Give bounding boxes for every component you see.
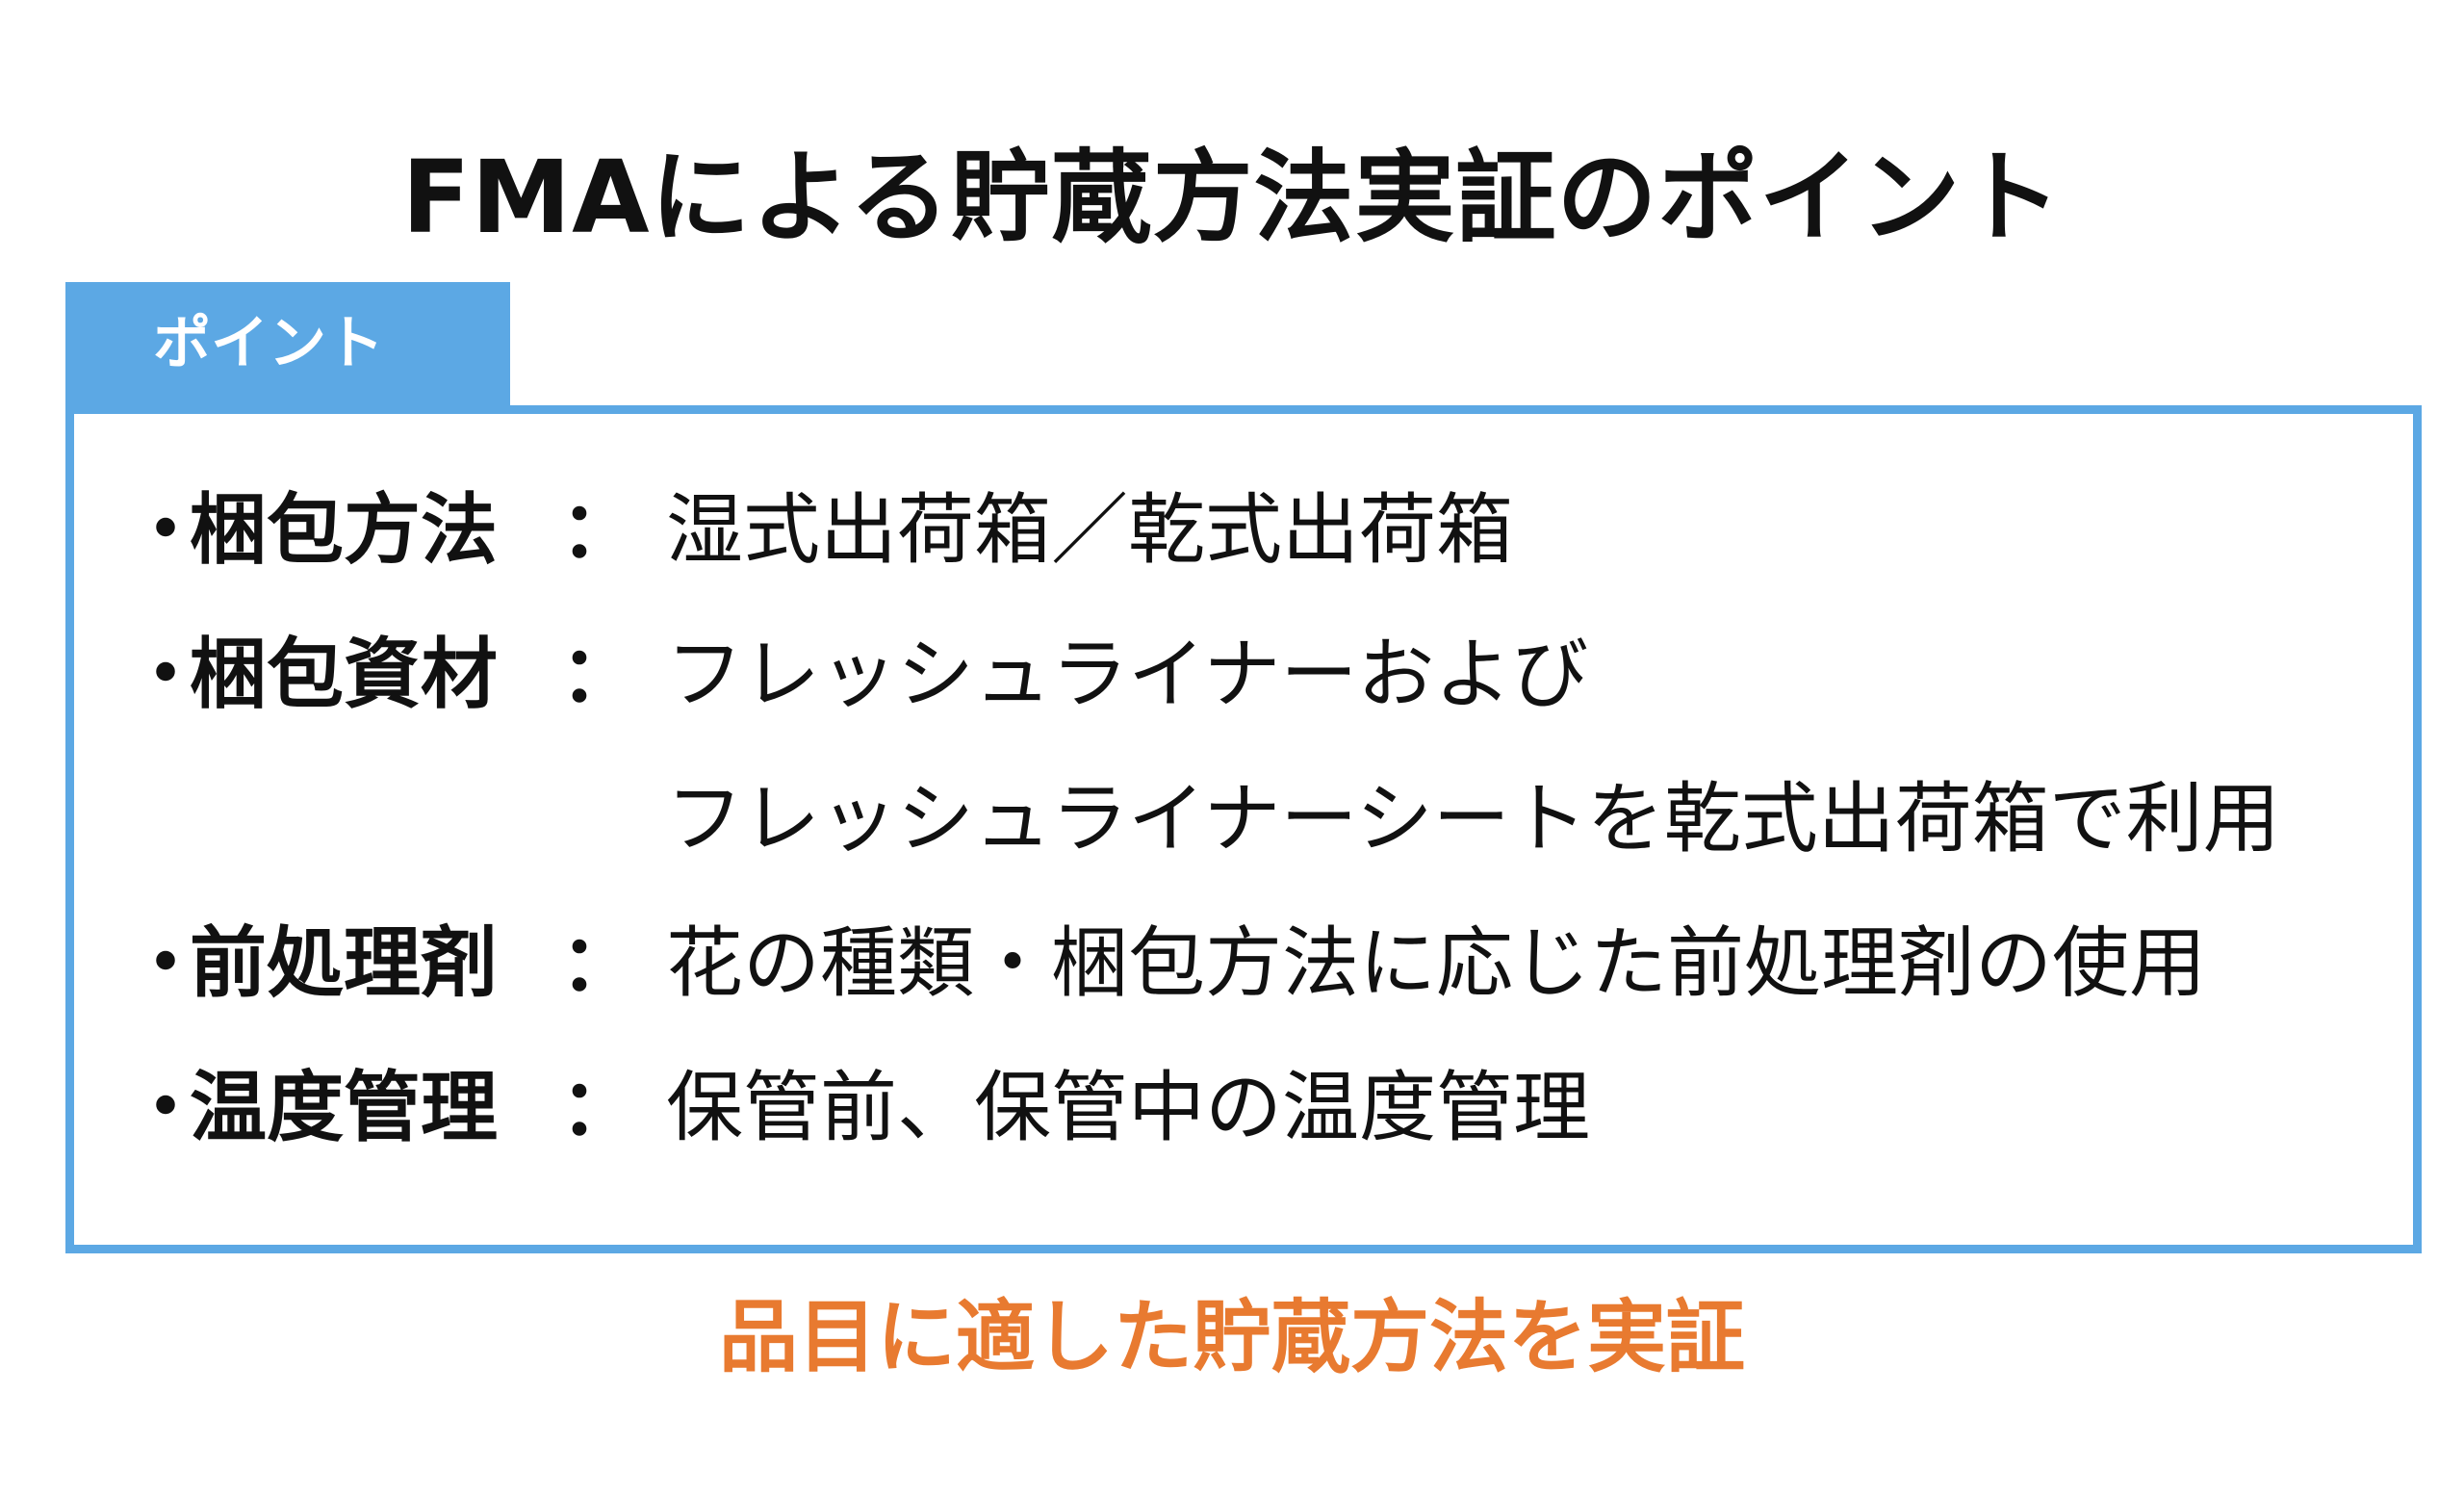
point-label: 梱包方法 (190, 485, 498, 575)
point-value: フレッシュライナーおよび (666, 630, 1589, 719)
conclusion-text: 品目に適した貯蔵方法を実証 (718, 1292, 1745, 1383)
bullet-marker: ・ (127, 918, 204, 1008)
point-value: 湿式出荷箱／乾式出荷箱 (666, 485, 1513, 575)
colon-separator: ： (560, 1063, 637, 1152)
point-value: 保管前、保管中の温度管理 (666, 1063, 1590, 1152)
point-label: 梱包資材 (190, 630, 498, 719)
colon-separator: ： (560, 485, 637, 575)
points-panel: ・ 梱包方法 ： 湿式出荷箱／乾式出荷箱 ・ 梱包資材 ： フレッシュライナーお… (65, 405, 2422, 1253)
points-tab-header: ポイント (65, 282, 510, 405)
bullet-marker: ・ (127, 630, 204, 719)
colon-separator: ： (560, 918, 637, 1008)
colon-separator: ： (560, 630, 637, 719)
point-value: 花の種類・梱包方法に応じた前処理剤の使用 (666, 918, 2206, 1008)
bullet-marker: ・ (127, 485, 204, 575)
point-value-continued: フレッシュライナーシートを乾式出荷箱で利用 (666, 774, 2280, 864)
page-title: FMAによる貯蔵方法実証のポイント (401, 139, 2063, 256)
bullet-marker: ・ (127, 1063, 204, 1152)
point-label: 温度管理 (190, 1063, 498, 1152)
point-label: 前処理剤 (190, 918, 498, 1008)
